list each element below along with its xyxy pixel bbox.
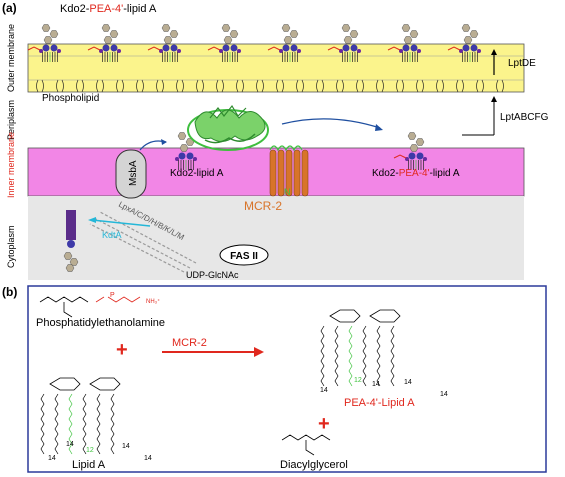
panel-a: (a) Kdo2-PEA-4'-lipid A Phospholipid Lpt…: [2, 1, 549, 280]
lptabcfg-arrowhead: [491, 96, 497, 102]
side-label-cytoplasm: Cytoplasm: [6, 225, 16, 268]
lipid-a-precursor-cytoplasm: [63, 210, 79, 272]
lptabcfg-label: LptABCFG: [500, 112, 549, 123]
lps-glyph: [27, 24, 61, 62]
phosphatidylethanolamine-label: Phosphatidylethanolamine: [36, 317, 165, 329]
lipid-a-chains: [320, 309, 401, 387]
mcr2-transmembrane-helices: [269, 145, 309, 197]
kdo2-lipid-a-label: Kdo2-lipid A: [170, 168, 224, 179]
msba-flip-arrowhead: [161, 139, 167, 145]
reaction-arrowhead: [254, 347, 264, 357]
plus-sign-1: +: [116, 339, 128, 361]
msba-label: MsbA: [128, 160, 139, 186]
chain-label: 14: [404, 379, 412, 386]
pe-amine: NH₃⁺: [146, 298, 160, 305]
fas-ii-enzyme: [219, 244, 269, 266]
pe-phosphate-p: P: [110, 292, 115, 299]
lps-glyph: [147, 24, 181, 62]
pea-lipid-a-label: PEA-4'-Lipid A: [344, 397, 415, 409]
side-label-periplasm: Periplasm: [6, 100, 16, 140]
mcr2-crystal-structure: [187, 104, 269, 151]
lps-glyph: [387, 24, 421, 62]
mcr2-n-terminus-label: N: [284, 187, 291, 197]
phosphatidylethanolamine-structure: [39, 296, 141, 318]
plus-sign-2: +: [318, 413, 330, 435]
panel-b-frame: [27, 285, 547, 473]
mcr2-transfer-arrowhead: [375, 124, 383, 131]
chain-label: 14: [48, 455, 56, 462]
chain-label: 14: [440, 391, 448, 398]
chain-label: 14: [144, 455, 152, 462]
lps-glyph: [447, 24, 481, 62]
panel-a-label: (a): [2, 1, 17, 15]
lps-glyph: [327, 24, 361, 62]
udp-glcnac-label: UDP-GlcNAc: [186, 270, 239, 280]
lps-glyph: [267, 24, 301, 62]
side-label-inner-membrane: Inner membrane: [6, 132, 16, 198]
lptde-arrowhead: [491, 49, 497, 55]
chain-label: 12: [86, 447, 94, 454]
kdta-label: KdtA: [102, 230, 122, 240]
panel-b: (b) P NH₃⁺ Phosphatidylethanolamine + MC…: [2, 285, 547, 473]
lps-glyph: [207, 24, 241, 62]
chain-label: 12: [354, 377, 362, 384]
chain-label: 14: [320, 387, 328, 394]
biosynthesis-arrows: [88, 211, 197, 273]
kdo2-lipid-a-inner: [175, 132, 197, 170]
lipid-a-label: Lipid A: [72, 459, 106, 471]
lipid-a-chains: [40, 377, 121, 455]
phospholipid-label: Phospholipid: [42, 93, 99, 104]
panel-b-label: (b): [2, 285, 17, 299]
lps-molecules-outer: [27, 24, 481, 62]
chain-label: 14: [66, 441, 74, 448]
lps-glyph: [87, 24, 121, 62]
pea-lipid-a-structure: [320, 309, 401, 387]
diacylglycerol-label: Diacylglycerol: [280, 459, 348, 471]
lps-glyph: [175, 132, 197, 170]
chain-label: 14: [372, 381, 380, 388]
lps-glyph: [393, 132, 427, 170]
panel-a-title: Kdo2-PEA-4'-lipid A: [60, 3, 157, 15]
phospholipid-tails-outer: [36, 79, 504, 93]
lptde-label: LptDE: [508, 58, 536, 69]
outer-membrane: [27, 43, 525, 93]
cytoplasm: [28, 196, 524, 280]
chain-label: 14: [122, 443, 130, 450]
lps-glyph: [63, 210, 79, 272]
diacylglycerol-structure: [281, 434, 331, 456]
lipid-a-structure: [40, 377, 121, 455]
msba-transporter: [115, 149, 147, 199]
mcr2-label: MCR-2: [244, 199, 282, 213]
kdo2-pea-lipid-a-label: Kdo2-PEA-4'-lipid A: [372, 168, 460, 179]
kdo2-pea-lipid-a-inner: [393, 132, 427, 170]
mcr2-transfer-arrow: [281, 118, 381, 129]
side-label-outer-membrane: Outer membrane: [6, 24, 16, 92]
mcr2-reaction-label: MCR-2: [172, 337, 207, 349]
fas-ii-label: FAS II: [230, 251, 258, 262]
